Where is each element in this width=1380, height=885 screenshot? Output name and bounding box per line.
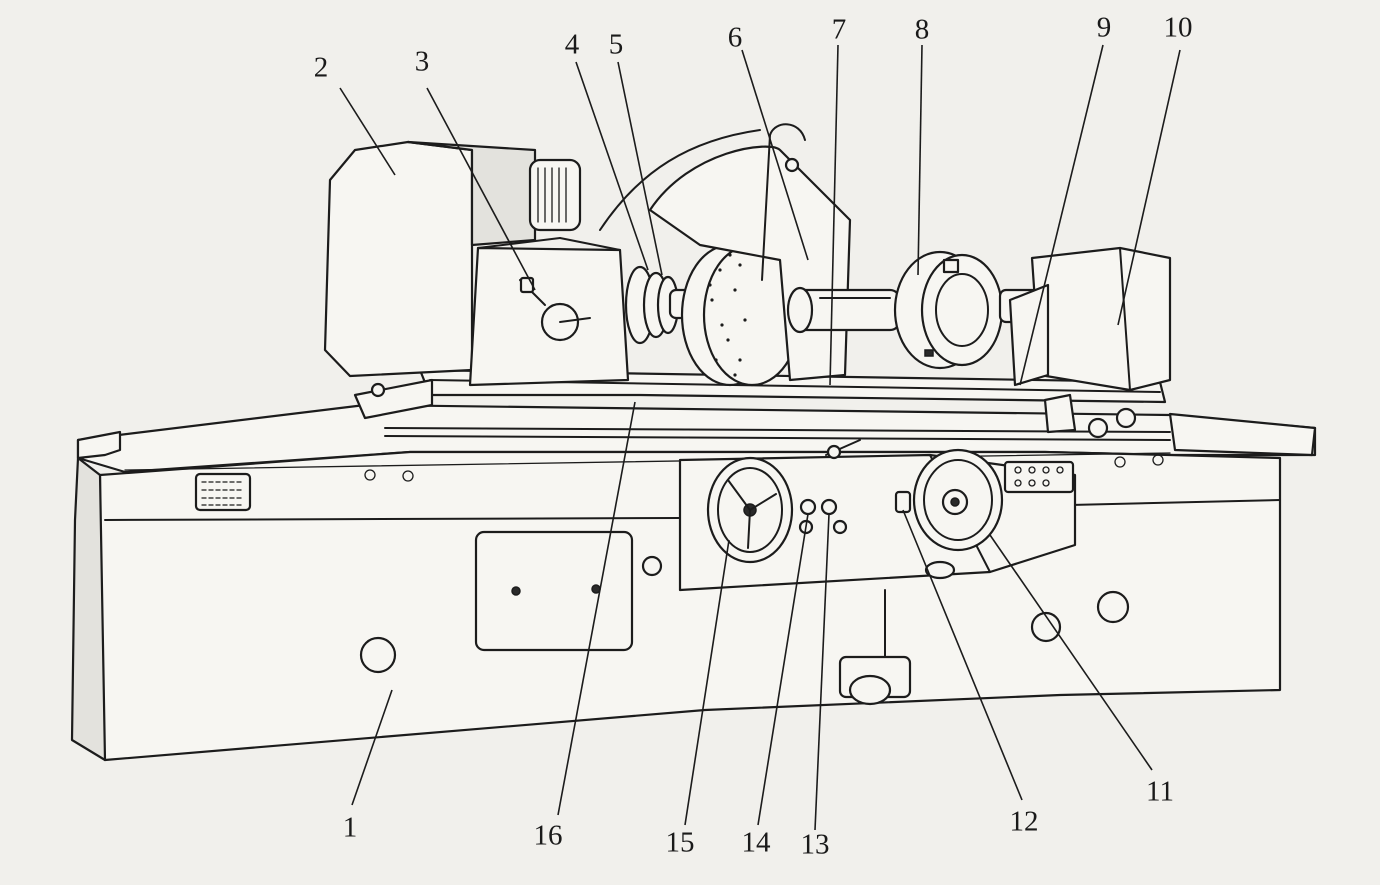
foot-pedal (838, 589, 912, 706)
callout-2: 2 (313, 51, 329, 84)
callout-6: 6 (727, 21, 743, 54)
leader-lines (339, 44, 1181, 831)
callout-7: 7 (831, 13, 847, 46)
machine-bed (70, 403, 1317, 762)
headstock (893, 246, 1172, 392)
handwheel-right (912, 448, 1004, 552)
callout-15: 15 (665, 826, 695, 859)
callout-11: 11 (1146, 775, 1174, 808)
callout-4: 4 (564, 28, 580, 61)
callout-14: 14 (741, 826, 771, 859)
callout-13: 13 (800, 828, 830, 861)
callout-12: 12 (1009, 805, 1039, 838)
callout-10: 10 (1163, 11, 1193, 44)
grinding-wheel-assembly (624, 123, 902, 387)
wheelhead (323, 129, 761, 387)
callout-3: 3 (414, 45, 430, 78)
feed-lever (894, 490, 956, 580)
handwheel-left (706, 456, 794, 564)
callout-16: 16 (533, 819, 563, 852)
callout-8: 8 (914, 13, 930, 46)
callout-5: 5 (608, 28, 624, 61)
callout-1: 1 (342, 811, 358, 844)
callout-9: 9 (1096, 11, 1112, 44)
